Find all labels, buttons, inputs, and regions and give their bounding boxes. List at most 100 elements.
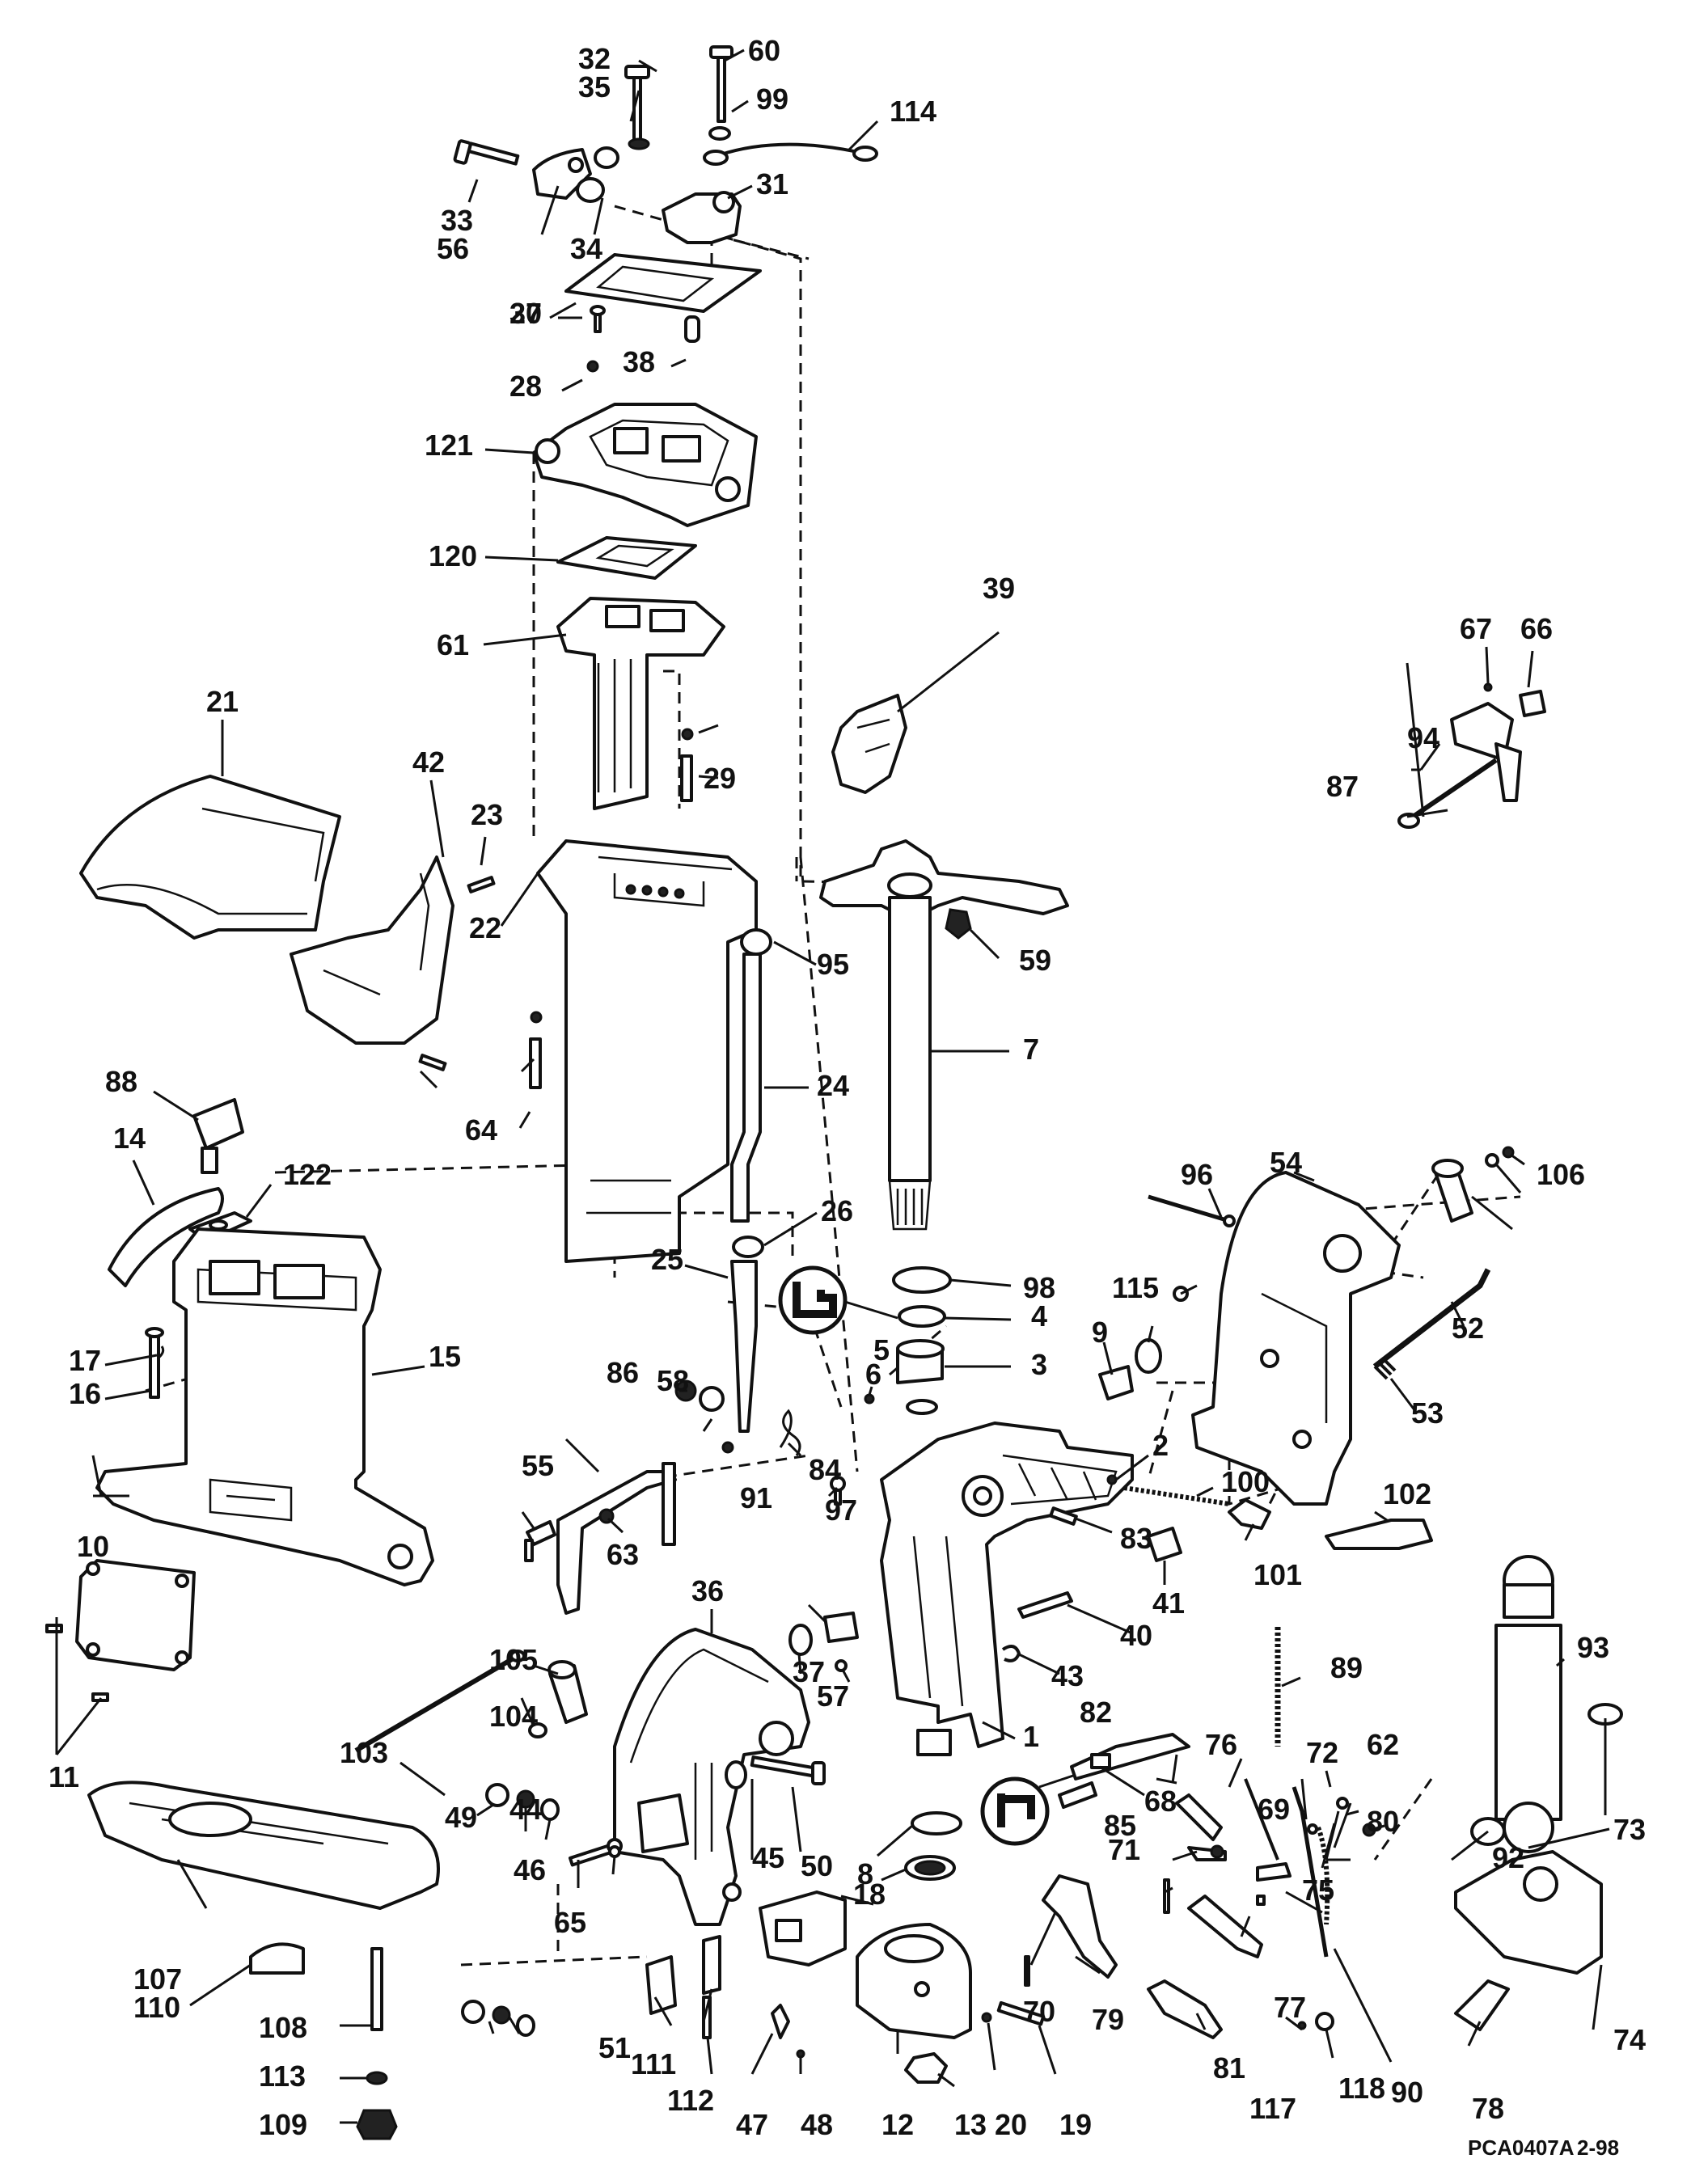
callout-16: 16: [69, 1377, 101, 1410]
callout-106: 106: [1537, 1158, 1585, 1191]
callout-45: 45: [752, 1841, 784, 1874]
callout-9: 9: [1092, 1316, 1108, 1349]
callout-17: 17: [69, 1344, 101, 1377]
parts-bushings: [864, 1266, 952, 1415]
callout-2: 2: [1152, 1429, 1169, 1462]
callout-70: 70: [1023, 1995, 1055, 2028]
callout-39: 39: [983, 572, 1015, 605]
parts-upper-right: [1397, 682, 1546, 829]
callout-48: 48: [801, 2108, 833, 2141]
part-stern-bracket-left: [461, 1628, 810, 2037]
callout-80: 80: [1367, 1805, 1399, 1838]
callout-1: 1: [1023, 1720, 1039, 1753]
callout-81: 81: [1213, 2051, 1245, 2085]
callout-22: 22: [469, 911, 501, 944]
callout-61: 61: [437, 628, 469, 661]
callout-53: 53: [1411, 1396, 1444, 1430]
parts-cylinder: [1454, 1555, 1623, 2031]
callout-43: 43: [1051, 1659, 1084, 1692]
callout-90: 90: [1391, 2076, 1423, 2109]
callout-92: 92: [1492, 1841, 1524, 1874]
callout-26: 26: [821, 1194, 853, 1227]
callout-72: 72: [1306, 1736, 1338, 1769]
part-54-stern-bracket-right: [1148, 1146, 1515, 1506]
parts-upper-stack: [453, 45, 878, 1433]
callout-12: 12: [881, 2108, 914, 2141]
part-driveshaft-housing: [95, 1227, 434, 1586]
callout-91: 91: [740, 1481, 772, 1514]
callout-34: 34: [570, 232, 602, 265]
callout-69: 69: [1258, 1793, 1290, 1826]
callout-101: 101: [1253, 1558, 1302, 1591]
callout-117: 117: [1249, 2092, 1296, 2125]
callout-71: 71: [1108, 1833, 1140, 1866]
callout-21: 21: [206, 685, 239, 718]
callout-100: 100: [1221, 1465, 1270, 1498]
callout-121: 121: [425, 429, 473, 462]
callout-20: 20: [995, 2108, 1027, 2141]
callout-46: 46: [514, 1853, 546, 1886]
callout-96: 96: [1181, 1158, 1213, 1191]
parts-lower-pan: [87, 1781, 440, 2140]
callout-73: 73: [1613, 1813, 1646, 1846]
callout-10: 10: [77, 1530, 109, 1563]
parts-covers: [79, 775, 496, 1071]
callout-110: 110: [133, 1991, 180, 2024]
callout-31: 31: [756, 167, 788, 201]
callout-103: 103: [340, 1736, 388, 1769]
callout-38: 38: [623, 345, 655, 378]
callout-95: 95: [817, 948, 849, 981]
part-7-steering: [819, 839, 1069, 1231]
callout-13: 13: [954, 2108, 987, 2141]
callout-58: 58: [657, 1364, 689, 1397]
callout-40: 40: [1120, 1619, 1152, 1652]
parts-lower-left: [645, 1890, 847, 2059]
callout-54: 54: [1270, 1146, 1302, 1179]
callout-87: 87: [1326, 770, 1359, 803]
callout-120: 120: [429, 539, 477, 572]
callout-30: 30: [509, 297, 542, 330]
callout-93: 93: [1577, 1631, 1609, 1664]
diagram-date: 2-98: [1577, 2135, 1619, 2160]
callout-89: 89: [1330, 1651, 1363, 1684]
callout-105: 105: [489, 1643, 538, 1676]
parts-lower-center: [856, 1811, 1046, 2084]
callout-5: 5: [873, 1333, 890, 1367]
part-39: [831, 694, 907, 794]
callout-25: 25: [651, 1243, 683, 1276]
callout-77: 77: [1274, 1991, 1306, 2024]
callout-11: 11: [49, 1760, 79, 1793]
callout-99: 99: [756, 82, 788, 116]
callout-41: 41: [1152, 1586, 1185, 1620]
callout-52: 52: [1452, 1312, 1484, 1345]
callout-60: 60: [748, 34, 780, 67]
callout-107: 107: [133, 1962, 182, 1996]
callout-4: 4: [1031, 1299, 1047, 1333]
parts-linkage-left: [524, 1379, 801, 1615]
callout-29: 29: [704, 762, 736, 795]
callout-57: 57: [817, 1679, 849, 1713]
callout-104: 104: [489, 1700, 538, 1733]
callout-108: 108: [259, 2011, 307, 2044]
callout-114: 114: [890, 95, 936, 128]
callout-27: 27: [509, 297, 542, 330]
callout-78: 78: [1472, 2092, 1504, 2125]
callout-102: 102: [1383, 1477, 1431, 1510]
callout-66: 66: [1520, 612, 1553, 645]
callout-86: 86: [607, 1356, 639, 1389]
callout-98: 98: [1023, 1271, 1055, 1304]
callout-3: 3: [1031, 1348, 1047, 1381]
callout-62: 62: [1367, 1728, 1399, 1761]
callout-19: 19: [1059, 2108, 1092, 2141]
callout-67: 67: [1460, 612, 1492, 645]
callout-97: 97: [825, 1493, 857, 1527]
callout-74: 74: [1613, 2023, 1646, 2056]
leader-lines: [55, 49, 1610, 2124]
callout-15: 15: [429, 1340, 461, 1373]
callout-23: 23: [471, 798, 503, 831]
callout-6: 6: [865, 1358, 881, 1391]
callout-33: 33: [441, 204, 473, 237]
callout-76: 76: [1205, 1728, 1237, 1761]
